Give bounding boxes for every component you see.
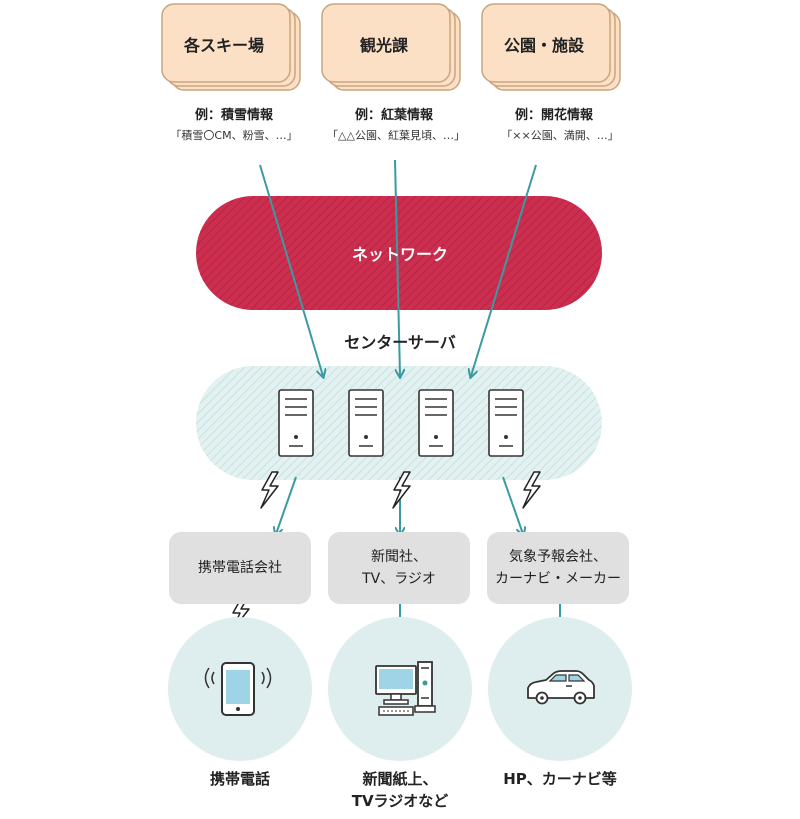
server-icon <box>278 389 314 457</box>
source-example-park: 例：開花情報 <box>514 108 593 123</box>
arrow-park-to-server <box>471 164 537 376</box>
org-box-media <box>328 532 470 604</box>
org-box-forecast <box>487 532 629 604</box>
dest-label-phone: 携帯電話 <box>209 770 270 788</box>
desktop-computer-icon <box>375 661 436 716</box>
arrow-tourism-to-server <box>394 159 400 376</box>
source-card-tourism <box>321 3 461 91</box>
car-icon <box>527 670 595 705</box>
org-label-media: 新聞社、 TV、ラジオ <box>362 549 436 587</box>
source-title-park: 公園・施設 <box>503 36 584 55</box>
arrow-server-to-forecast <box>502 476 523 534</box>
server-icon <box>418 389 454 457</box>
server-label: センターサーバ <box>344 333 456 352</box>
source-example-ski: 例：積雪情報 <box>194 108 273 123</box>
source-detail-tourism: 「△△公園、紅葉見頃、…」 <box>327 129 465 142</box>
arrow-server-to-mobile-carrier <box>276 476 297 534</box>
source-title-tourism: 観光課 <box>359 36 408 55</box>
server-icon <box>348 389 384 457</box>
source-detail-park: 「××公園、満開、…」 <box>501 129 619 142</box>
org-label-mobile-carrier: 携帯電話会社 <box>198 560 282 576</box>
org-label-forecast: 気象予報会社、 カーナビ・メーカー <box>495 549 621 587</box>
arrow-ski-to-server <box>259 164 323 376</box>
source-example-tourism: 例：紅葉情報 <box>354 108 433 123</box>
source-card-ski <box>161 3 301 91</box>
smartphone-icon <box>204 662 272 716</box>
server-icon <box>488 389 524 457</box>
source-title-ski: 各スキー場 <box>183 36 264 55</box>
org-box-mobile-carrier <box>169 532 311 604</box>
source-card-park <box>481 3 621 91</box>
dest-label-computer: 新聞紙上、 TVラジオなど <box>351 770 449 810</box>
server-pill <box>196 366 602 480</box>
dest-label-car: HP、カーナビ等 <box>503 770 617 788</box>
network-label: ネットワーク <box>351 245 448 264</box>
source-detail-ski: 「積雪〇CM、粉雪、…」 <box>170 129 298 142</box>
